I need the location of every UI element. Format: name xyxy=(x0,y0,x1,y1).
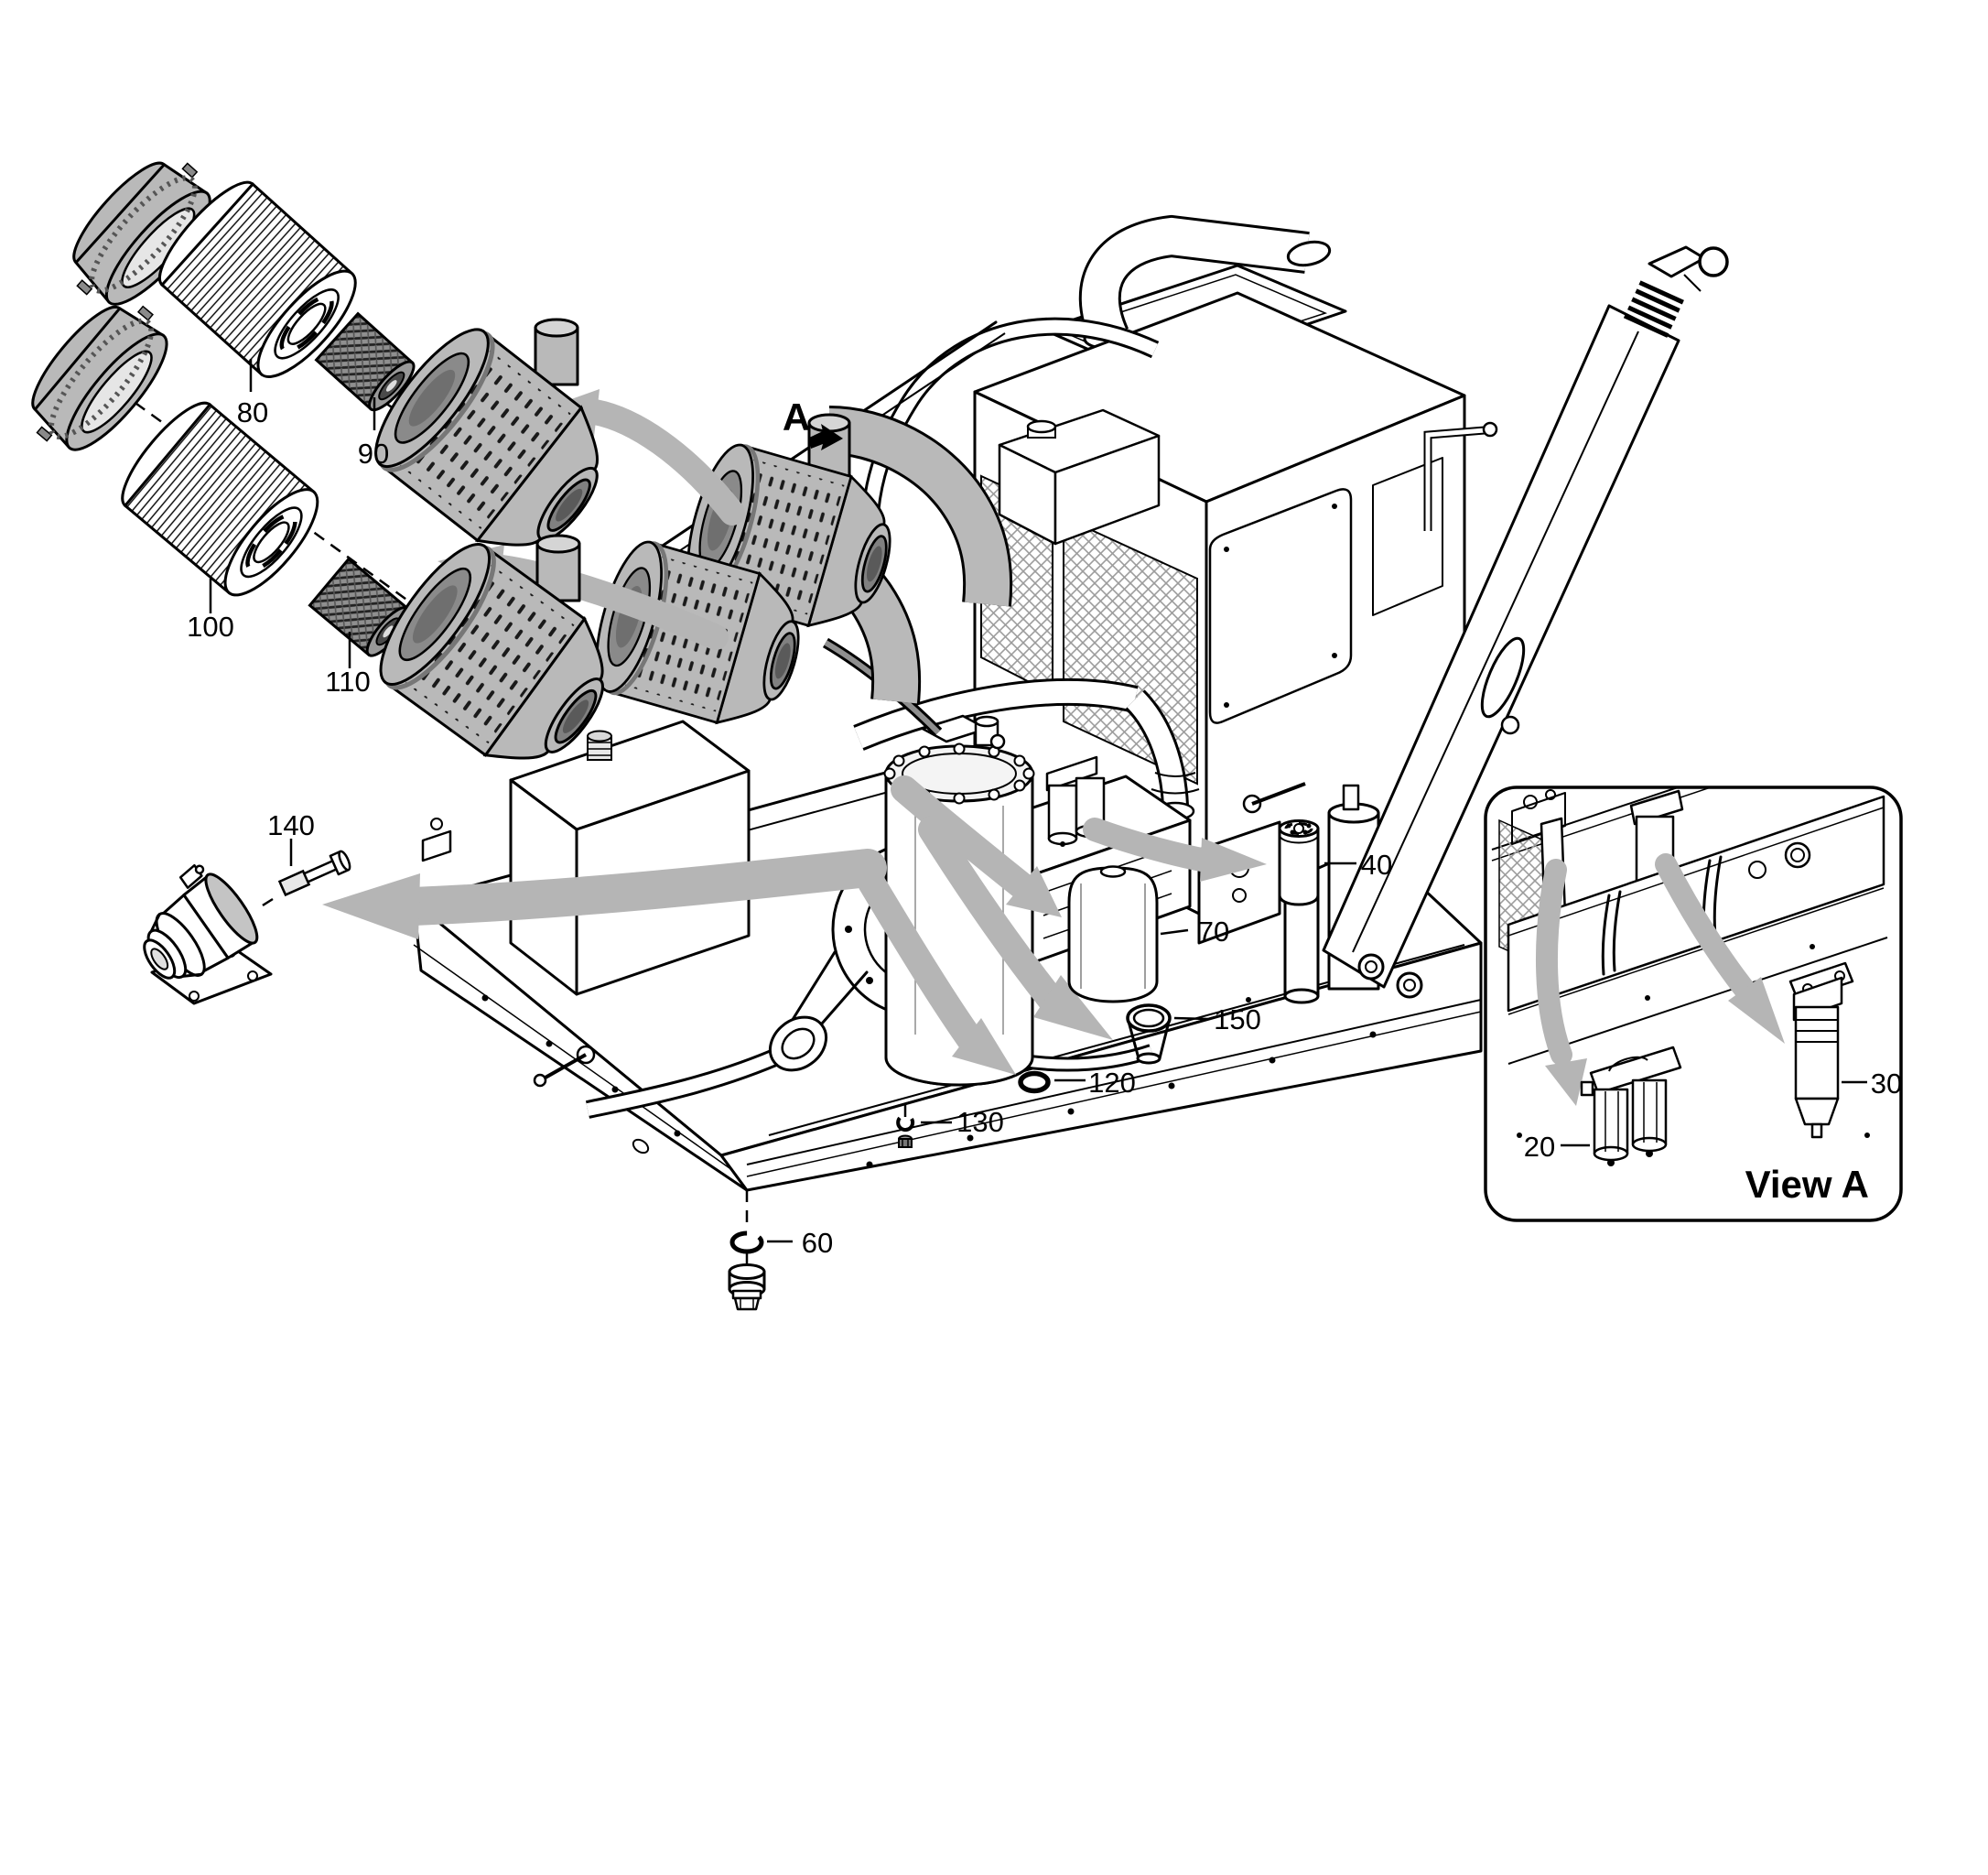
filter-end-cap-1 xyxy=(72,161,211,306)
view-a-inset: 20 30 View A xyxy=(1484,786,1903,1222)
water-separator-30 xyxy=(1788,961,1854,1139)
view-a-content xyxy=(1491,787,1897,1166)
callout-20: 20 xyxy=(1524,1131,1555,1163)
callout-140: 140 xyxy=(267,809,315,841)
exhaust-pipe xyxy=(1078,214,1332,351)
view-a-title: View A xyxy=(1745,1163,1869,1206)
callout-90: 90 xyxy=(358,438,389,470)
installed-air-filters xyxy=(583,320,1013,739)
callout-120: 120 xyxy=(1088,1067,1136,1099)
callout-110: 110 xyxy=(325,666,370,698)
view-marker-a: A xyxy=(783,396,843,450)
callout-150: 150 xyxy=(1214,1003,1261,1035)
filler-cap xyxy=(587,730,612,761)
oil-filter-40 xyxy=(1278,819,1320,906)
screw-130 xyxy=(896,1104,915,1148)
separator-element-70 xyxy=(1067,865,1159,1003)
fuel-pump-and-bolt xyxy=(143,850,351,1005)
view-marker-arrow-icon xyxy=(809,424,843,450)
filter-element-80 xyxy=(157,180,357,378)
callouts: 80 90 100 110 140 40 70 150 120 130 60 xyxy=(187,359,1392,1259)
safety-element-90 xyxy=(314,311,416,412)
callout-100: 100 xyxy=(187,611,234,643)
callout-130: 130 xyxy=(956,1106,1004,1138)
callout-30: 30 xyxy=(1871,1068,1902,1100)
air-filter-set-2 xyxy=(31,305,635,792)
expansion-tank xyxy=(998,408,1161,546)
bolt-140 xyxy=(277,850,351,897)
fuel-prefilter-20 xyxy=(1580,1046,1682,1166)
callout-40: 40 xyxy=(1361,849,1392,881)
callout-70: 70 xyxy=(1198,916,1229,948)
funnel-150 xyxy=(1126,1003,1172,1065)
filter-end-cap-2 xyxy=(31,305,168,451)
callout-80: 80 xyxy=(237,396,268,428)
view-marker-label: A xyxy=(783,396,810,439)
air-filter-set-1 xyxy=(72,161,631,580)
callout-60: 60 xyxy=(802,1227,833,1259)
engine-filters xyxy=(1045,755,1106,847)
o-ring-120 xyxy=(1018,1070,1051,1094)
circlip-and-plug-60 xyxy=(728,1190,766,1311)
filter-element-100 xyxy=(121,401,319,597)
